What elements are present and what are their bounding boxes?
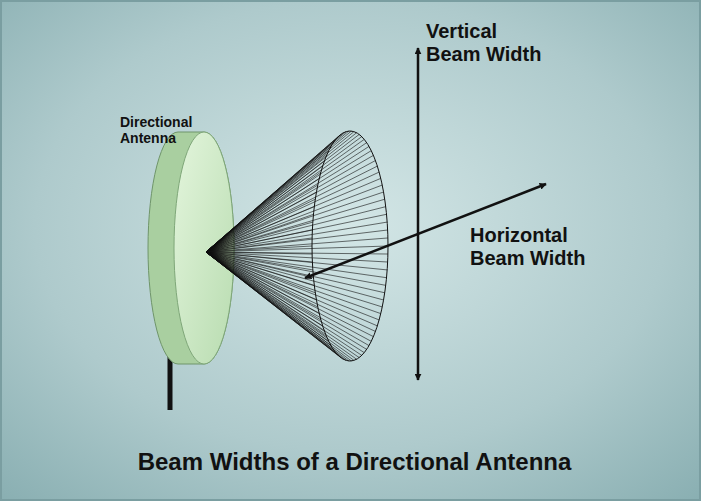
cone-stroke: [206, 252, 312, 254]
cone-stroke: [206, 252, 381, 314]
cone-stroke: [206, 252, 382, 307]
cone-stroke: [206, 252, 338, 355]
cone-stroke: [206, 252, 341, 358]
cone-stroke: [206, 252, 313, 278]
cone-stroke: [206, 252, 314, 285]
cone-stroke: [206, 185, 382, 252]
cone-stroke: [206, 252, 384, 300]
cone-stroke: [206, 230, 388, 252]
cone-stroke: [206, 252, 316, 300]
cone-stroke: [206, 137, 362, 252]
cone-stroke: [206, 151, 371, 252]
cone-stroke: [206, 252, 312, 262]
antenna-label: Directional Antenna: [120, 114, 220, 146]
cone-stroke: [206, 178, 381, 252]
cone-stroke: [206, 252, 369, 346]
cone-stroke: [206, 252, 346, 360]
cone-base: [312, 131, 388, 361]
cone-stroke: [206, 252, 371, 341]
cone-stroke: [206, 252, 313, 270]
cone-stroke: [206, 132, 354, 252]
vertical-label: Vertical Beam Width: [426, 20, 551, 66]
cone-stroke: [206, 252, 318, 307]
cone-stroke: [206, 252, 315, 293]
cone-stroke: [206, 252, 319, 314]
cone-stroke: [206, 238, 388, 252]
cone-stroke: [206, 252, 387, 270]
cone-stroke: [206, 192, 384, 252]
cone-stroke: [206, 252, 327, 337]
caption: Beam Widths of a Directional Antenna: [4, 448, 701, 476]
cone-stroke: [206, 252, 359, 358]
cone-stroke: [206, 252, 323, 326]
cone-stroke: [206, 252, 375, 331]
cone-stroke: [206, 246, 388, 252]
cone-stroke: [206, 252, 364, 353]
cone-stroke: [206, 252, 367, 349]
cone-stroke: [206, 139, 364, 252]
beam-cone: [206, 131, 388, 361]
cone-stroke: [206, 252, 373, 337]
cone-stroke: [206, 199, 385, 252]
vertical-arrow: [417, 48, 420, 380]
cone-stroke: [206, 252, 343, 359]
cone-stroke: [206, 252, 357, 359]
cone-stroke: [206, 133, 357, 252]
cone-stroke: [206, 172, 379, 252]
cone-stroke: [206, 252, 321, 320]
cone-stroke: [206, 134, 359, 252]
cone-stroke: [206, 252, 362, 355]
cone-stroke: [206, 252, 333, 349]
horizontal-label: Horizontal Beam Width: [470, 224, 600, 270]
cone-stroke: [206, 252, 325, 331]
cone-stroke: [206, 222, 387, 252]
cone-stroke: [206, 252, 329, 341]
